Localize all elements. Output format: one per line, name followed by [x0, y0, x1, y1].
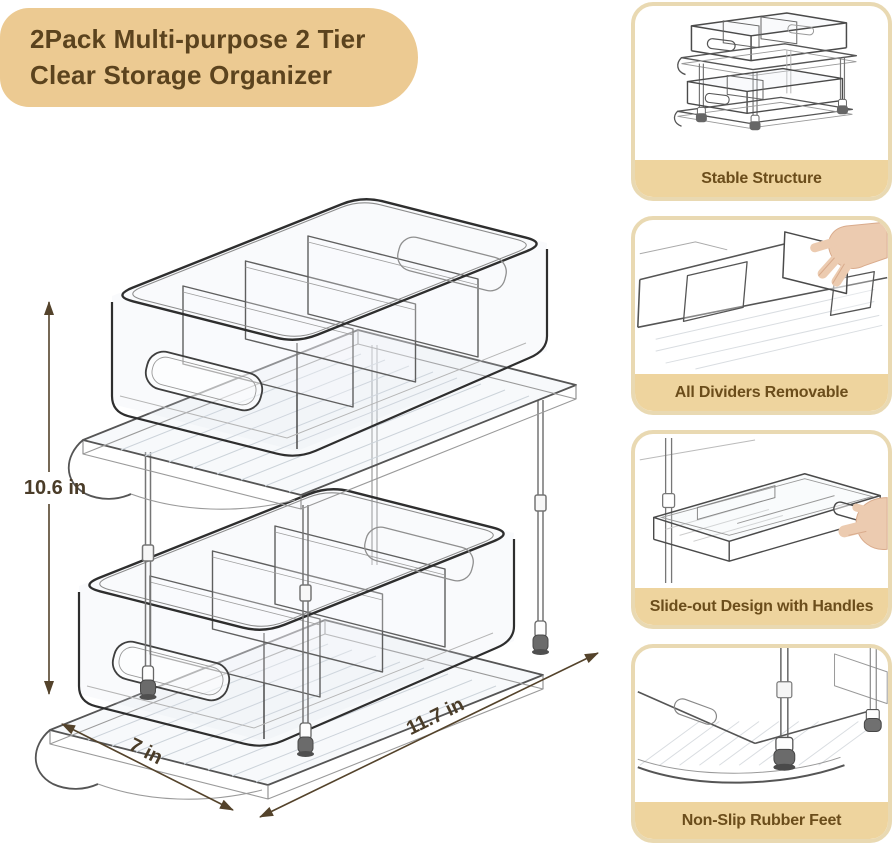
- hand-icon: [838, 497, 888, 550]
- height-dimension-label: 10.6 in: [24, 477, 86, 499]
- feature-panel-slide-out: Slide-out Design with Handles: [631, 430, 892, 629]
- stable-structure-illustration: [635, 6, 888, 160]
- feature-panel-dividers-removable: All Dividers Removable: [631, 216, 892, 415]
- width-dimension-arrow: [61, 723, 234, 811]
- frame-posts: [141, 400, 547, 727]
- feature-column: Stable Structure: [631, 2, 892, 843]
- bottom-tier-bin: [34, 484, 545, 801]
- feature-label-slide-out: Slide-out Design with Handles: [635, 588, 888, 625]
- hand-icon: [810, 221, 888, 287]
- title-line-2: Clear Storage Organizer: [30, 60, 333, 90]
- hand-pulling-drawer-illustration: [635, 434, 888, 588]
- feature-label-stable-structure: Stable Structure: [635, 160, 888, 197]
- hand-lifting-divider-illustration: [635, 220, 888, 374]
- title-banner: 2Pack Multi-purpose 2 Tier Clear Storage…: [0, 8, 418, 107]
- feature-panel-stable-structure: Stable Structure: [631, 2, 892, 201]
- rubber-feet-illustration: [635, 648, 888, 802]
- depth-dimension-arrow: [259, 652, 599, 818]
- title-line-1: 2Pack Multi-purpose 2 Tier: [30, 24, 366, 54]
- feature-label-dividers-removable: All Dividers Removable: [635, 374, 888, 411]
- feature-label-rubber-feet: Non-Slip Rubber Feet: [635, 802, 888, 839]
- feature-panel-rubber-feet: Non-Slip Rubber Feet: [631, 644, 892, 843]
